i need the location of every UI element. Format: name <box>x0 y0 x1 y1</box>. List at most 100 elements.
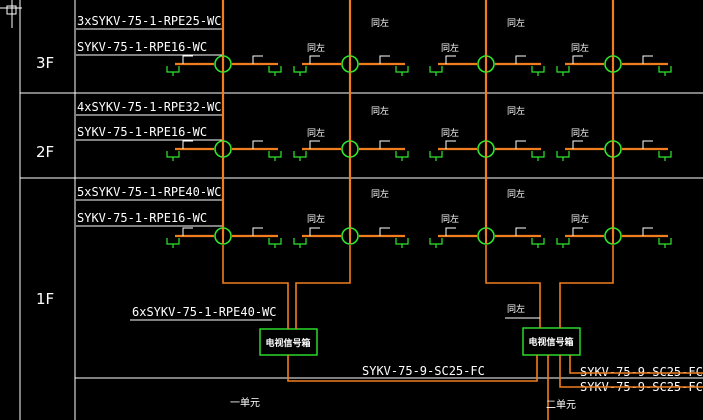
signal-box-unit1[interactable]: 电视信号箱 <box>259 328 318 356</box>
tv-outlet-icon <box>429 238 443 245</box>
out-line <box>559 355 703 388</box>
tv-outlet-icon <box>556 151 570 158</box>
riser-cables <box>221 0 615 236</box>
tap-bracket <box>445 140 456 149</box>
note-same-left: 同左 <box>507 188 525 200</box>
feed-line <box>222 245 289 329</box>
tap-unit <box>429 55 545 76</box>
note-same-left: 同左 <box>507 303 525 315</box>
tap-bracket <box>252 227 263 236</box>
tap-bracket <box>515 140 526 149</box>
cable-label-trunk: SYKV-75-9-SC25-FC <box>362 364 485 378</box>
tv-outlet-icon <box>429 66 443 73</box>
tv-outlet-icon <box>293 238 307 245</box>
tap-bracket <box>642 227 653 236</box>
feed-line <box>559 245 614 328</box>
cable-label-2f-branch: SYKV-75-1-RPE16-WC <box>77 125 207 139</box>
signal-box-unit2[interactable]: 电视信号箱 <box>522 327 581 356</box>
tap-unit <box>429 227 545 248</box>
note-same-left: 同左 <box>371 17 389 29</box>
tv-outlet-icon <box>268 238 282 245</box>
tap-bracket <box>515 55 526 64</box>
tap-bracket <box>379 55 390 64</box>
tap-unit <box>556 140 672 161</box>
tv-outlet-icon <box>531 66 545 73</box>
tap-bracket <box>379 227 390 236</box>
tv-outlet-icon <box>429 151 443 158</box>
tv-outlet-icon <box>395 66 409 73</box>
tap-bracket <box>515 227 526 236</box>
note-same-left: 同左 <box>441 213 459 225</box>
tv-outlet-icon <box>531 151 545 158</box>
unit-label-1: 一单元 <box>230 397 260 409</box>
cable-label-1f-main: 5xSYKV-75-1-RPE40-WC <box>77 185 222 199</box>
signal-box-frame <box>522 327 581 356</box>
note-same-left: 同左 <box>571 42 589 54</box>
cable-label-out-1: SYKV-75-9-SC25-FC <box>580 365 703 379</box>
tv-outlet-icon <box>658 151 672 158</box>
cable-label-1f-branch: SYKV-75-1-RPE16-WC <box>77 211 207 225</box>
tap-bracket <box>572 55 583 64</box>
tv-outlet-icon <box>556 66 570 73</box>
note-same-left: 同左 <box>441 127 459 139</box>
feed-line <box>485 245 541 328</box>
tap-bracket <box>309 55 320 64</box>
out-line <box>569 355 703 374</box>
cable-label-3f-main: 3xSYKV-75-1-RPE25-WC <box>77 14 222 28</box>
tv-outlet-icon <box>556 238 570 245</box>
tap-unit <box>293 140 409 161</box>
tap-unit <box>556 227 672 248</box>
tv-outlet-icon <box>531 238 545 245</box>
tv-outlet-icon <box>166 151 180 158</box>
tap-bracket <box>642 55 653 64</box>
tv-outlet-icon <box>658 66 672 73</box>
note-same-left: 同左 <box>371 188 389 200</box>
tap-unit <box>166 227 282 248</box>
tv-outlet-icon <box>166 238 180 245</box>
floor-label-1f: 1F <box>36 290 54 308</box>
tap-bracket <box>572 140 583 149</box>
note-same-left: 同左 <box>307 127 325 139</box>
cable-label-2f-main: 4xSYKV-75-1-RPE32-WC <box>77 100 222 114</box>
tap-bracket <box>309 227 320 236</box>
tv-outlet-icon <box>395 238 409 245</box>
crosshair-box <box>6 5 17 15</box>
tv-outlet-icon <box>268 66 282 73</box>
cable-label-riser: 6xSYKV-75-1-RPE40-WC <box>132 305 277 319</box>
tv-outlet-icon <box>268 151 282 158</box>
tap-bracket <box>182 227 193 236</box>
note-same-left: 同左 <box>307 42 325 54</box>
tap-bracket <box>252 140 263 149</box>
tv-outlet-icon <box>658 238 672 245</box>
signal-box-label: 电视信号箱 <box>528 336 573 348</box>
tap-bracket <box>182 140 193 149</box>
tv-outlet-icon <box>166 66 180 73</box>
cable-label-3f-branch: SYKV-75-1-RPE16-WC <box>77 40 207 54</box>
tap-bracket <box>379 140 390 149</box>
floor-label-3f: 3F <box>36 54 54 72</box>
tap-unit <box>166 140 282 161</box>
unit-label-2: 二单元 <box>546 399 576 411</box>
trunk-line <box>287 355 538 382</box>
tap-bracket <box>182 55 193 64</box>
tap-bracket <box>572 227 583 236</box>
tap-unit <box>556 55 672 76</box>
note-same-left: 同左 <box>441 42 459 54</box>
tv-outlet-icon <box>395 151 409 158</box>
tv-outlet-icon <box>293 151 307 158</box>
tap-bracket <box>309 140 320 149</box>
tv-outlet-icon <box>293 66 307 73</box>
note-same-left: 同左 <box>371 105 389 117</box>
tap-bracket <box>445 55 456 64</box>
note-same-left: 同左 <box>507 17 525 29</box>
tap-unit <box>429 140 545 161</box>
note-same-left: 同左 <box>307 213 325 225</box>
feed-line <box>295 245 351 329</box>
tap-bracket <box>445 227 456 236</box>
same-as-left-notes: 同左 同左 同左 同左 同左 同左 同左 同左 同左 同左 同左 同左 同左 同… <box>307 17 589 315</box>
tap-bracket <box>642 140 653 149</box>
feed-cables <box>222 245 703 420</box>
